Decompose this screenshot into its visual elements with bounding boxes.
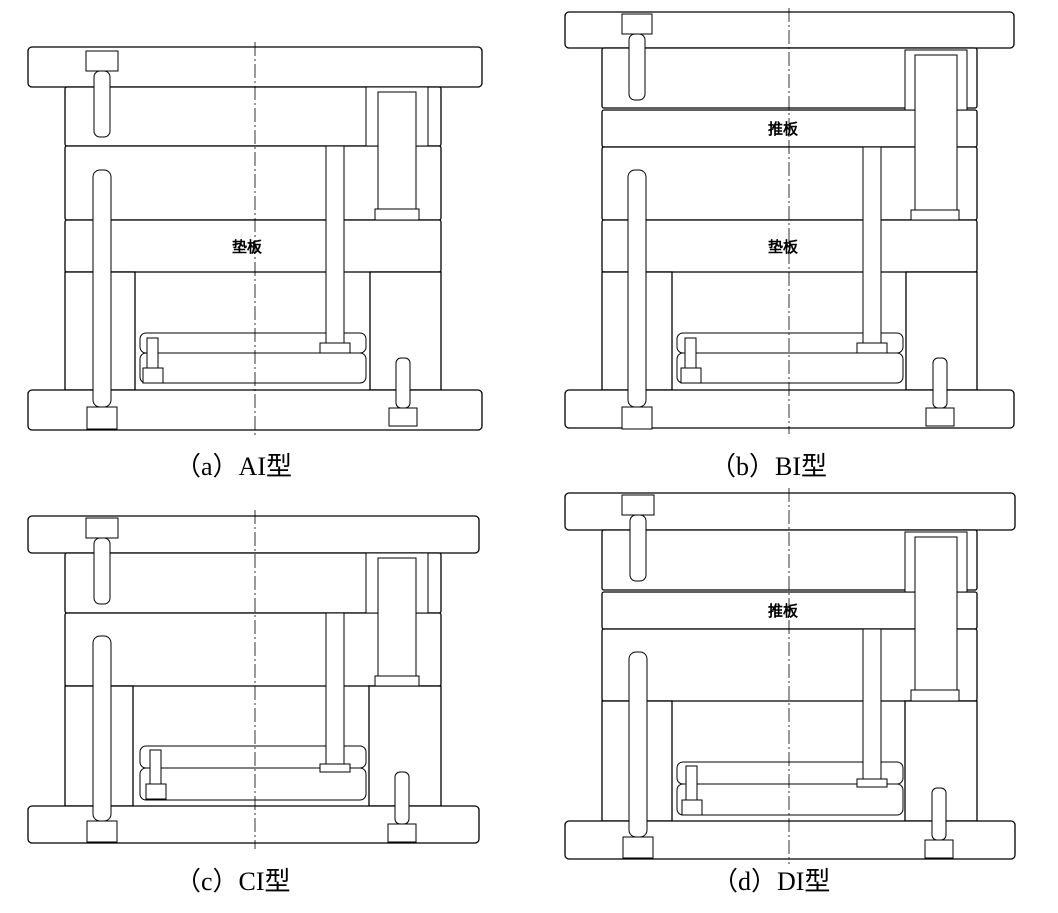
clamp-screw-head — [85, 517, 119, 539]
return-pin — [862, 146, 882, 344]
clamp-screw-head — [621, 13, 653, 35]
bottom-clamp-plate — [27, 805, 480, 844]
return-pin-head — [856, 778, 888, 788]
push-plate-label: 推板 — [768, 120, 799, 138]
ejector-screw — [685, 765, 698, 801]
return-pin-head — [319, 763, 351, 773]
caption-a: （a）AI型 — [175, 452, 292, 481]
clamp-screw-shank — [93, 537, 111, 605]
a-plate — [601, 529, 978, 591]
bottom-screw-head — [387, 823, 417, 843]
clamp-screw-head — [85, 50, 119, 72]
ejector-plate — [139, 767, 367, 801]
diagram-b: 推板 垫板 （b）BI型 — [564, 8, 1015, 481]
guide-pillar-base — [910, 689, 960, 702]
return-pin-head — [319, 342, 351, 354]
diagram-c: （c）CI型 — [27, 510, 480, 896]
long-screw-shank — [92, 635, 112, 822]
ejector-screw-head — [681, 799, 703, 816]
caption-b: （b）BI型 — [710, 452, 827, 481]
bottom-screw-shank — [394, 771, 410, 825]
pad-plate-label: 垫板 — [768, 238, 799, 256]
clamp-screw-shank — [628, 33, 646, 101]
diagram-d: 推板 （d）DI型 — [564, 488, 1016, 896]
clamp-screw-shank — [93, 70, 111, 138]
caption-d: （d）DI型 — [712, 867, 830, 896]
support-plate — [601, 219, 978, 273]
long-screw-shank — [92, 169, 112, 408]
return-pin-head — [856, 342, 888, 354]
ejector-screw — [684, 337, 697, 369]
clamp-screw-head — [621, 494, 655, 516]
bottom-clamp-plate — [564, 820, 1016, 860]
ejector-plate — [676, 352, 904, 384]
long-screw-shank — [627, 169, 647, 408]
return-pin — [862, 628, 882, 780]
return-pin — [325, 145, 345, 344]
guide-pillar — [377, 91, 417, 210]
ejector-screw — [146, 337, 159, 369]
bottom-screw-head — [924, 839, 954, 859]
push-plate-label: 推板 — [768, 602, 799, 620]
diagram-a: 垫板 （a）AI型 — [27, 42, 483, 481]
bottom-screw-shank — [931, 787, 947, 841]
long-screw-head — [86, 406, 118, 430]
support-plate — [64, 219, 442, 273]
ejector-plate — [139, 352, 367, 384]
bottom-clamp-plate — [564, 389, 1015, 429]
b-plate — [601, 628, 978, 702]
ejector-screw-head — [680, 367, 702, 384]
ejector-screw — [149, 749, 162, 785]
guide-pillar — [914, 54, 958, 211]
guide-pillar — [377, 557, 417, 677]
bottom-screw-head — [925, 407, 955, 427]
pad-plate-label: 垫板 — [232, 238, 263, 256]
guide-pillar-base — [910, 209, 960, 221]
bottom-screw-head — [388, 407, 418, 427]
long-screw-shank — [628, 651, 648, 838]
guide-pillar-base — [374, 675, 420, 687]
caption-c: （c）CI型 — [175, 867, 291, 896]
ejector-screw-head — [145, 783, 167, 800]
guide-pillar — [914, 536, 958, 691]
bottom-screw-shank — [932, 357, 948, 409]
bottom-screw-shank — [395, 357, 411, 409]
b-plate — [64, 612, 442, 687]
ejector-plate — [676, 783, 904, 816]
return-pin — [325, 612, 345, 765]
guide-pillar-base — [374, 208, 420, 221]
ejector-screw-head — [142, 367, 164, 384]
clamp-screw-shank — [629, 514, 647, 582]
long-screw-head — [622, 836, 654, 859]
a-plate — [601, 47, 978, 109]
long-screw-head — [621, 406, 653, 430]
long-screw-head — [86, 820, 118, 843]
